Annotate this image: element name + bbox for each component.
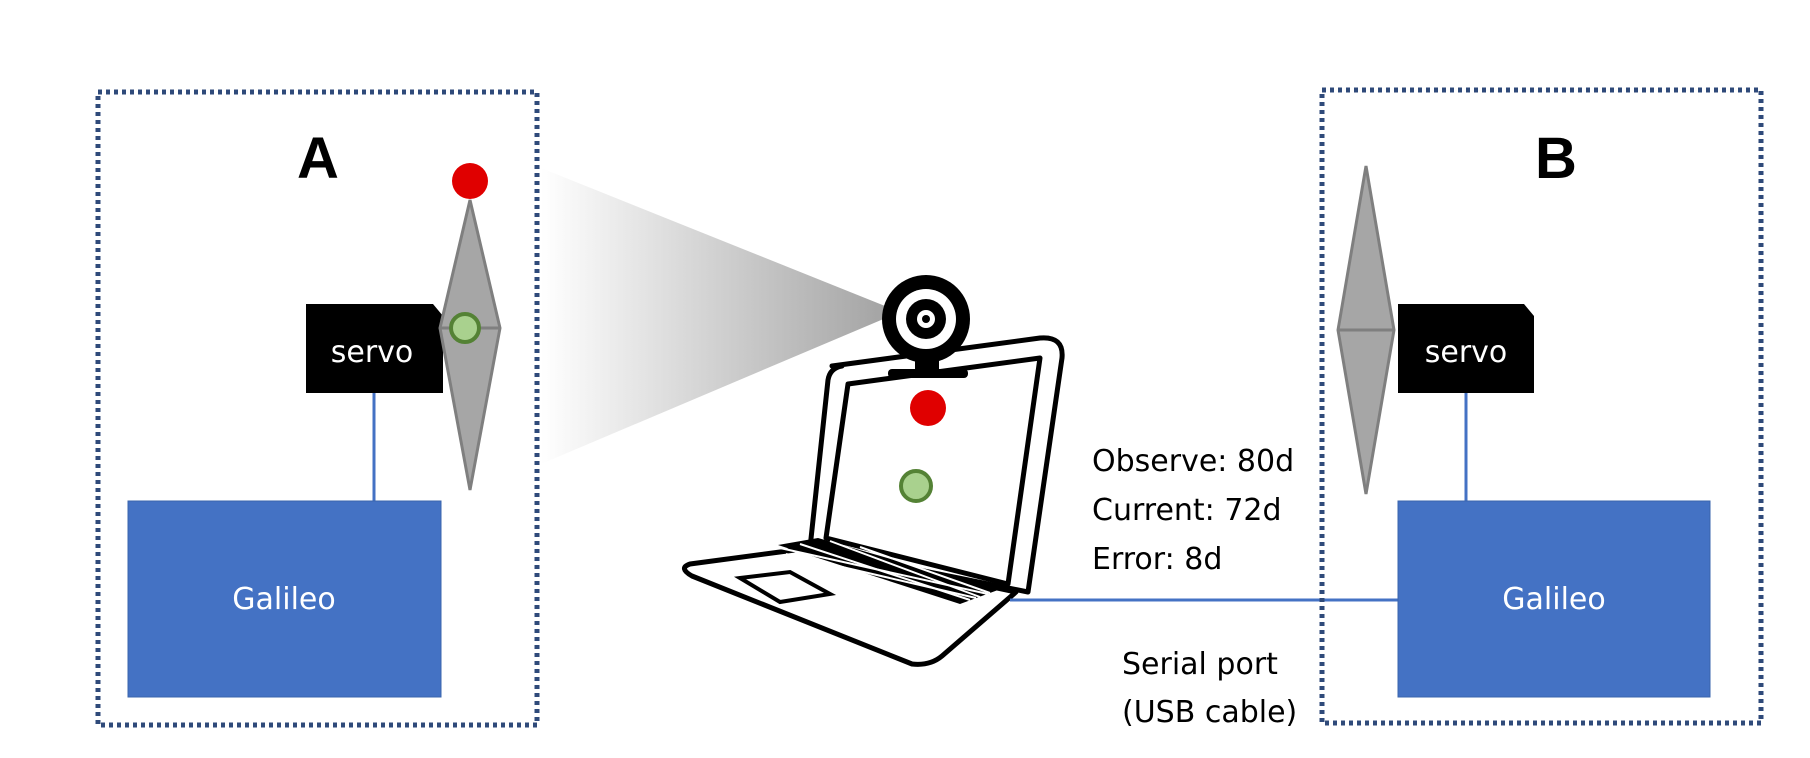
galileo-board-a-label: Galileo	[232, 582, 335, 617]
galileo-board-b-label: Galileo	[1502, 582, 1605, 617]
camera-view-beam	[541, 168, 900, 464]
panel-b: B servo Galileo	[1319, 87, 1764, 726]
servo-a: servo	[306, 304, 443, 393]
panel-b-frame	[1319, 87, 1764, 726]
servo-a-label: servo	[331, 335, 414, 370]
needle-icon	[1336, 165, 1396, 495]
readout-error: Error: 8d	[1092, 542, 1222, 577]
needle-icon	[438, 199, 502, 491]
screen-red-marker	[910, 390, 946, 426]
angle-readout: Observe: 80d Current: 72d Error: 8d	[1092, 444, 1294, 577]
readout-observe: Observe: 80d	[1092, 444, 1294, 479]
servo-b-label: servo	[1425, 335, 1508, 370]
laptop-icon	[682, 335, 1065, 667]
connection-label-line1: Serial port	[1122, 647, 1278, 682]
panel-a: A servo Galileo	[95, 89, 540, 728]
connection-label-line2: (USB cable)	[1122, 695, 1297, 730]
panel-a-frame	[95, 89, 540, 728]
readout-current: Current: 72d	[1092, 493, 1282, 528]
green-marker-a	[449, 312, 481, 344]
galileo-board-b	[1397, 500, 1711, 698]
screen-green-marker	[899, 469, 933, 503]
panel-b-label: B	[1535, 126, 1577, 191]
galileo-board-a	[127, 500, 442, 698]
webcam-icon	[882, 275, 970, 378]
red-marker-a	[452, 163, 488, 199]
servo-b: servo	[1398, 304, 1534, 393]
panel-a-label: A	[297, 126, 339, 191]
